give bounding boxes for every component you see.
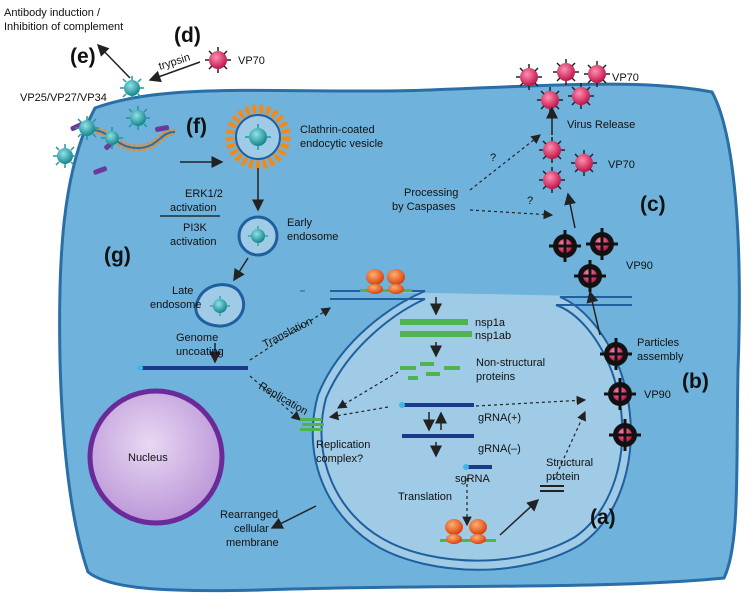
clathrin-line2: endocytic vesicle (300, 138, 383, 150)
rearranged-line2: cellular (234, 523, 269, 535)
clathrin-coated-vesicle (225, 104, 291, 170)
repl-complex-line1: Replication (316, 439, 370, 451)
repl-complex-line2: complex? (316, 453, 363, 465)
question-mark-1: ? (490, 152, 496, 164)
ribosome-icon-lower (440, 519, 496, 544)
nsp1a-label: nsp1a (475, 317, 506, 329)
processing-line1: Processing (404, 187, 458, 199)
marker-a: (a) (590, 506, 616, 529)
early-endosome (237, 215, 279, 257)
marker-e: (e) (70, 45, 96, 68)
trypsin-label: trypsin (157, 51, 192, 72)
late-endosome (194, 283, 246, 328)
nucleus (87, 388, 225, 526)
pi3k-line1: PI3K (183, 222, 208, 234)
structural-line1: Structural (546, 457, 593, 469)
late-line1: Late (172, 285, 193, 297)
rearranged-er-compartment (300, 290, 632, 571)
antibody-note-line2: Inhibition of complement (4, 21, 123, 33)
vp70-d-label: VP70 (238, 55, 265, 67)
nucleus-label: Nucleus (128, 452, 168, 464)
grna-minus (402, 434, 474, 438)
antibody-note-line1: Antibody induction / (4, 7, 101, 19)
sgrna (463, 464, 492, 470)
structural-protein (540, 485, 564, 492)
pink-virion-icon (205, 47, 231, 73)
vp90-top-label: VP90 (626, 260, 653, 272)
erk-line1: ERK1/2 (185, 188, 223, 200)
genome-rna (137, 365, 248, 371)
erk-line2: activation (170, 202, 216, 214)
virus-release-label: Virus Release (567, 119, 635, 131)
question-mark-2: ? (527, 195, 533, 207)
vp70-top-label: VP70 (612, 72, 639, 84)
grna-plus (399, 402, 474, 408)
pink-virion-group (516, 59, 610, 193)
rearranged-line3: membrane (226, 537, 279, 549)
vp-outer-label: VP25/VP27/VP34 (20, 92, 107, 104)
vp70-mid-label: VP70 (608, 159, 635, 171)
marker-d: (d) (174, 24, 201, 47)
grna-minus-label: gRNA(–) (478, 443, 521, 455)
genome-line2: uncoating (176, 346, 224, 358)
translation-lower-label: Translation (398, 491, 452, 503)
marker-f: (f) (186, 115, 207, 138)
early-line1: Early (287, 217, 313, 229)
ribosome-icon (360, 269, 412, 294)
sgrna-label: sgRNA (455, 473, 491, 485)
nonstructural-line1: Non-structural (476, 357, 545, 369)
non-structural-proteins (400, 362, 460, 380)
processing-line2: by Caspases (392, 201, 456, 213)
early-line2: endosome (287, 231, 338, 243)
nsp1ab-label: nsp1ab (475, 330, 511, 342)
rearranged-line1: Rearranged (220, 509, 278, 521)
clathrin-line1: Clathrin-coated (300, 124, 375, 136)
marker-b: (b) (682, 370, 709, 393)
black-spiked-virion-icon (549, 228, 641, 451)
late-line2: endosome (150, 299, 201, 311)
nsp-proteins (400, 319, 472, 337)
particles-line1: Particles (637, 337, 680, 349)
pi3k-line2: activation (170, 236, 216, 248)
grna-plus-label: gRNA(+) (478, 412, 521, 424)
teal-virion-icon (53, 76, 150, 168)
particles-line2: assembly (637, 351, 684, 363)
endocytosis-membrane-pit (91, 126, 176, 152)
vp90-bottom-label: VP90 (644, 389, 671, 401)
replication-complex (300, 418, 324, 431)
genome-line1: Genome (176, 332, 218, 344)
marker-g: (g) (104, 244, 131, 267)
nonstructural-line2: proteins (476, 371, 516, 383)
marker-c: (c) (640, 193, 666, 216)
structural-line2: protein (546, 471, 580, 483)
